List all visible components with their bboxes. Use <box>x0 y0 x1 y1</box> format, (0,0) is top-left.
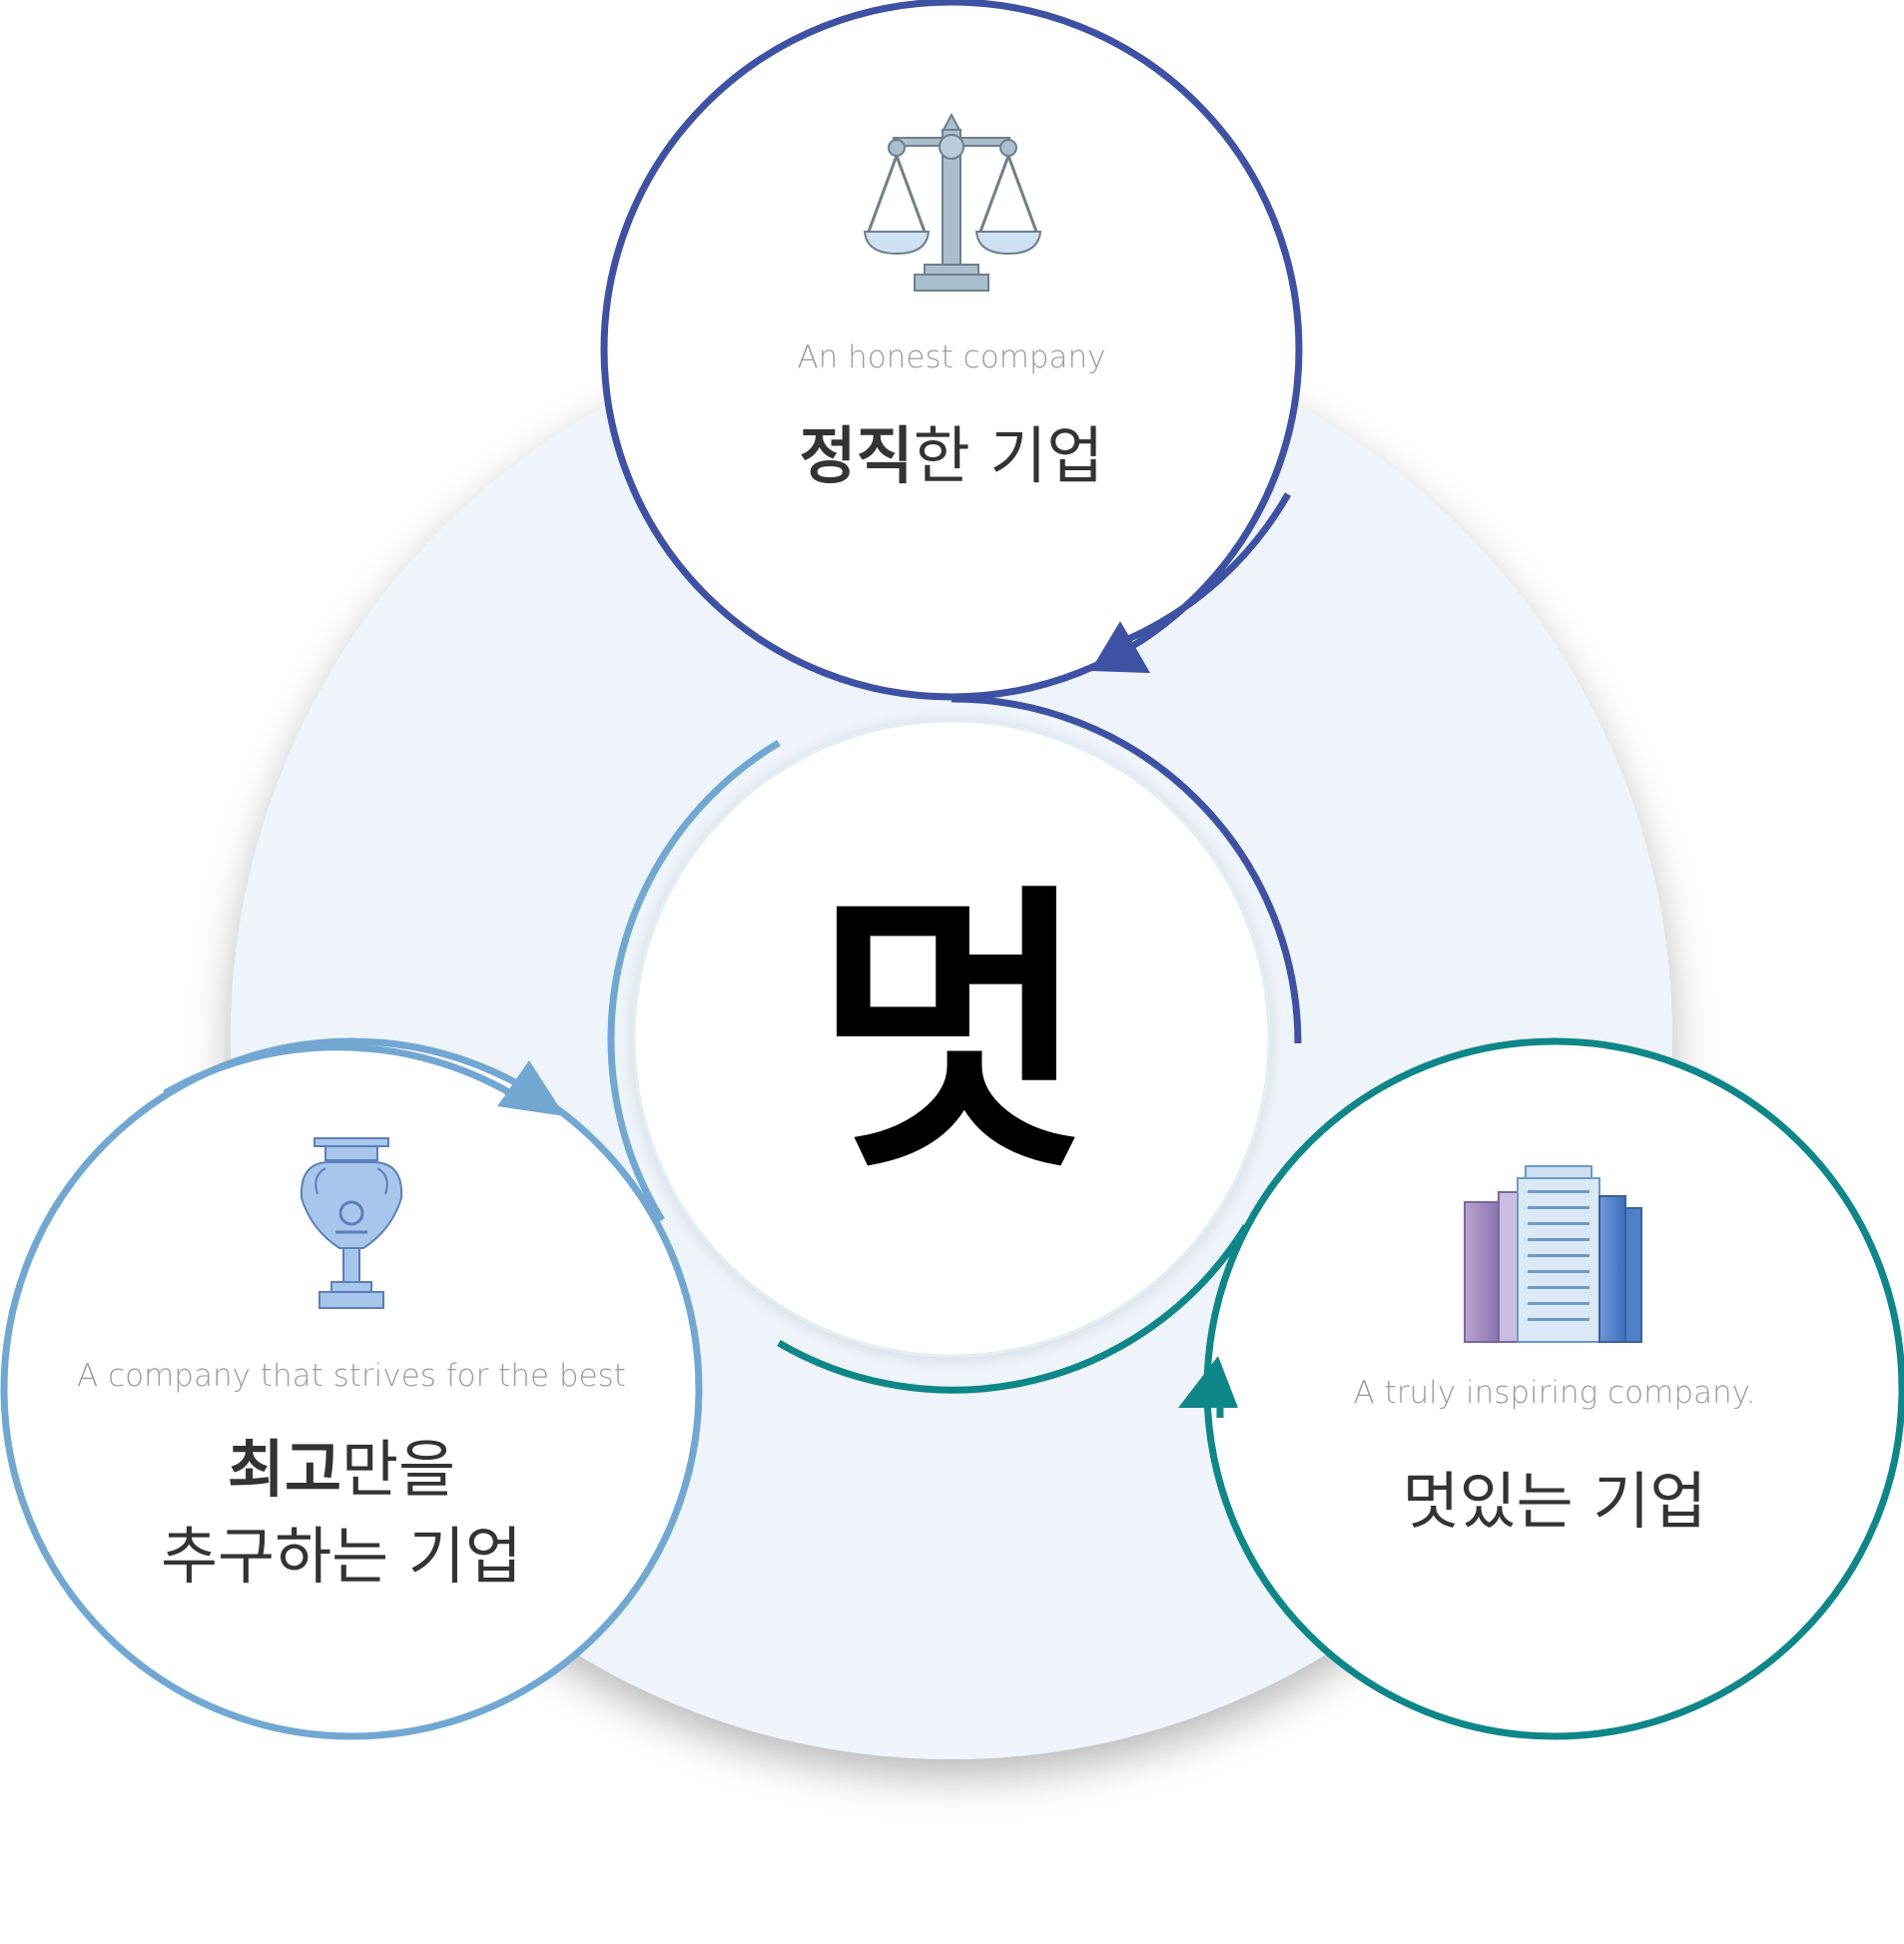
ring-arc-top <box>951 695 1302 1044</box>
center-logo-char: 멋 <box>814 857 1089 1209</box>
node-best-title-line2: 추구하는 기업 <box>161 1520 522 1593</box>
node-honest-circle <box>600 0 1303 701</box>
center-circle <box>632 719 1271 1358</box>
top-cycle-arrowhead <box>1090 621 1150 673</box>
ring-arc-bottom <box>777 1224 1249 1394</box>
ring-arc-left <box>607 739 781 1222</box>
scales-of-justice-icon <box>863 112 1042 292</box>
left-cycle-arrowhead <box>497 1060 565 1116</box>
node-honest-title: 정직한 기업 <box>800 419 1104 492</box>
node-best: A company that strives for the best 최고만을… <box>0 1037 703 1740</box>
node-honest-subtitle: An honest company <box>797 339 1105 375</box>
office-buildings-icon <box>1464 1165 1642 1343</box>
node-best-title-line1: 최고만을 <box>228 1433 455 1506</box>
node-honest: An honest company 정직한 기업 <box>600 0 1303 701</box>
right-cycle-arrowhead <box>1178 1356 1238 1408</box>
node-inspiring-subtitle: A truly inspiring company. <box>1354 1375 1756 1411</box>
node-best-subtitle: A company that strives for the best <box>77 1358 626 1394</box>
node-best-circle <box>0 1037 703 1740</box>
left-cycle-arrow-line <box>163 1043 521 1101</box>
node-inspiring: A truly inspiring company. 멋있는 기업 <box>1178 1037 1904 1740</box>
top-cycle-arrow-line <box>1126 492 1292 643</box>
trophy-cup-icon <box>300 1137 403 1309</box>
node-inspiring-title: 멋있는 기업 <box>1403 1465 1707 1538</box>
